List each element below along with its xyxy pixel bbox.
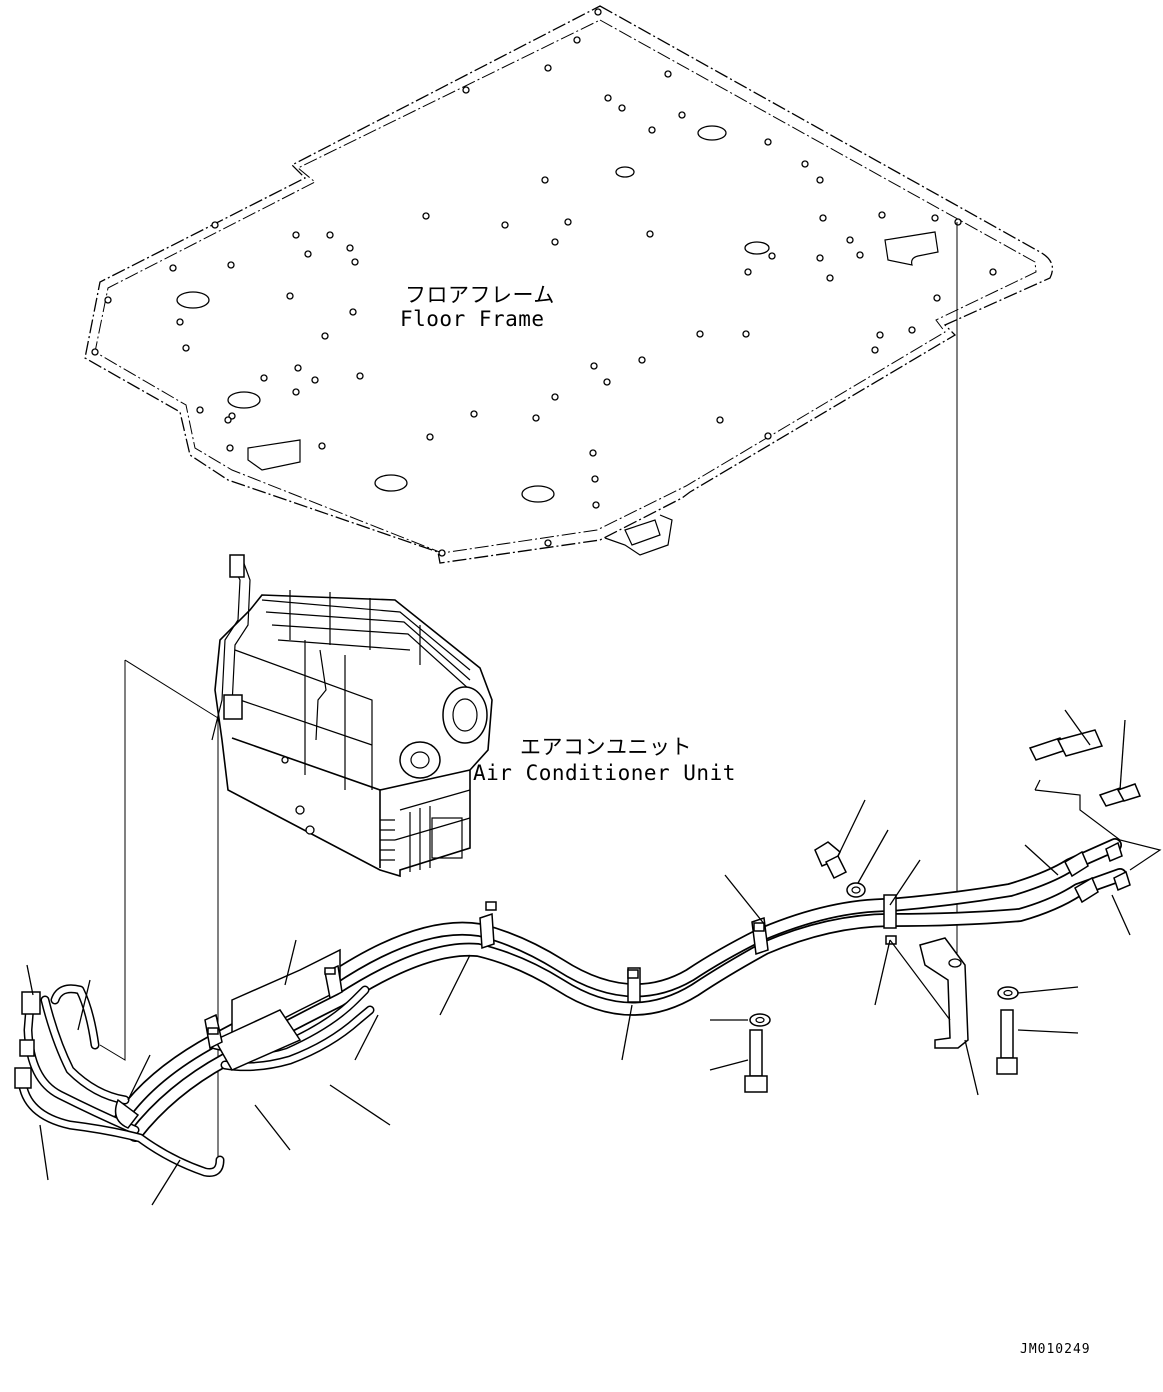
mounting-hole xyxy=(742,330,750,338)
drawing-number: JM010249 xyxy=(1020,1342,1091,1357)
mounting-hole xyxy=(744,268,752,276)
mounting-hole xyxy=(351,258,359,266)
mounting-hole xyxy=(589,449,597,457)
mounting-hole xyxy=(532,414,540,422)
fitting-icon xyxy=(1028,729,1162,871)
mounting-hole xyxy=(931,214,939,222)
mounting-hole xyxy=(954,218,962,226)
mounting-hole xyxy=(318,442,326,450)
mounting-hole xyxy=(696,330,704,338)
mounting-hole xyxy=(878,211,886,219)
mounting-hole xyxy=(592,501,600,509)
mounting-hole xyxy=(664,70,672,78)
mounting-hole xyxy=(226,444,234,452)
mounting-hole xyxy=(311,376,319,384)
mounting-hole xyxy=(551,238,559,246)
mounting-hole xyxy=(764,432,772,440)
mounting-hole xyxy=(801,160,809,168)
mounting-hole xyxy=(294,364,302,372)
mounting-hole xyxy=(176,318,184,326)
mounting-hole xyxy=(286,292,294,300)
mounting-hole xyxy=(564,218,572,226)
mounting-hole xyxy=(819,214,827,222)
mounting-hole xyxy=(224,416,232,424)
mounting-hole xyxy=(182,344,190,352)
mounting-hole xyxy=(551,393,559,401)
mounting-hole xyxy=(541,176,549,184)
mounting-hole xyxy=(846,236,854,244)
floor-frame-label-jp: フロアフレーム xyxy=(405,283,555,307)
floor-frame-plate-icon xyxy=(84,5,1054,564)
mounting-hole xyxy=(227,261,235,269)
air-conditioner-unit-icon xyxy=(211,554,493,878)
floor-frame-label-en: Floor Frame xyxy=(400,307,545,331)
mounting-hole xyxy=(321,332,329,340)
mounting-hole xyxy=(346,244,354,252)
mounting-hole xyxy=(104,296,112,304)
bolt-icon xyxy=(744,841,1018,1093)
washer-icon xyxy=(749,882,1019,1027)
mounting-hole xyxy=(544,64,552,72)
hose-assembly-icon xyxy=(14,838,1131,1177)
mounting-hole xyxy=(604,94,612,102)
mounting-hole xyxy=(292,231,300,239)
bracket-icon xyxy=(889,937,969,1049)
mounting-hole xyxy=(544,539,552,547)
mounting-hole xyxy=(470,410,478,418)
mounting-hole xyxy=(422,212,430,220)
mounting-hole xyxy=(573,36,581,44)
mounting-hole xyxy=(260,374,268,382)
mounting-hole xyxy=(501,221,509,229)
mounting-hole xyxy=(768,252,776,260)
mounting-hole xyxy=(590,362,598,370)
mounting-hole xyxy=(326,231,334,239)
mounting-hole xyxy=(603,378,611,386)
air-conditioner-label-en: Air Conditioner Unit xyxy=(473,761,736,785)
mounting-hole xyxy=(933,294,941,302)
mounting-hole xyxy=(989,268,997,276)
mounting-hole xyxy=(871,346,879,354)
mounting-hole xyxy=(816,254,824,262)
mounting-hole xyxy=(638,356,646,364)
mounting-hole xyxy=(196,406,204,414)
mounting-hole xyxy=(646,230,654,238)
mounting-hole xyxy=(856,251,864,259)
mounting-hole xyxy=(356,372,364,380)
mounting-hole xyxy=(462,86,470,94)
mounting-hole xyxy=(304,250,312,258)
mounting-hole xyxy=(438,549,446,557)
air-conditioner-label-jp: エアコンユニット xyxy=(520,735,692,759)
mounting-hole xyxy=(618,104,626,112)
mounting-hole xyxy=(594,8,602,16)
mounting-hole xyxy=(91,348,99,356)
mounting-hole xyxy=(292,388,300,396)
clamp-icon xyxy=(114,894,897,1129)
mounting-hole xyxy=(764,138,772,146)
mounting-hole xyxy=(816,176,824,184)
mounting-hole xyxy=(591,475,599,483)
leader-lines xyxy=(26,709,1131,1206)
mounting-hole xyxy=(826,274,834,282)
mounting-hole xyxy=(648,126,656,134)
mounting-hole xyxy=(908,326,916,334)
mounting-hole xyxy=(169,264,177,272)
mounting-hole xyxy=(876,331,884,339)
mounting-hole xyxy=(211,221,219,229)
mounting-hole xyxy=(349,308,357,316)
mounting-hole xyxy=(678,111,686,119)
mounting-hole xyxy=(426,433,434,441)
mounting-hole xyxy=(716,416,724,424)
